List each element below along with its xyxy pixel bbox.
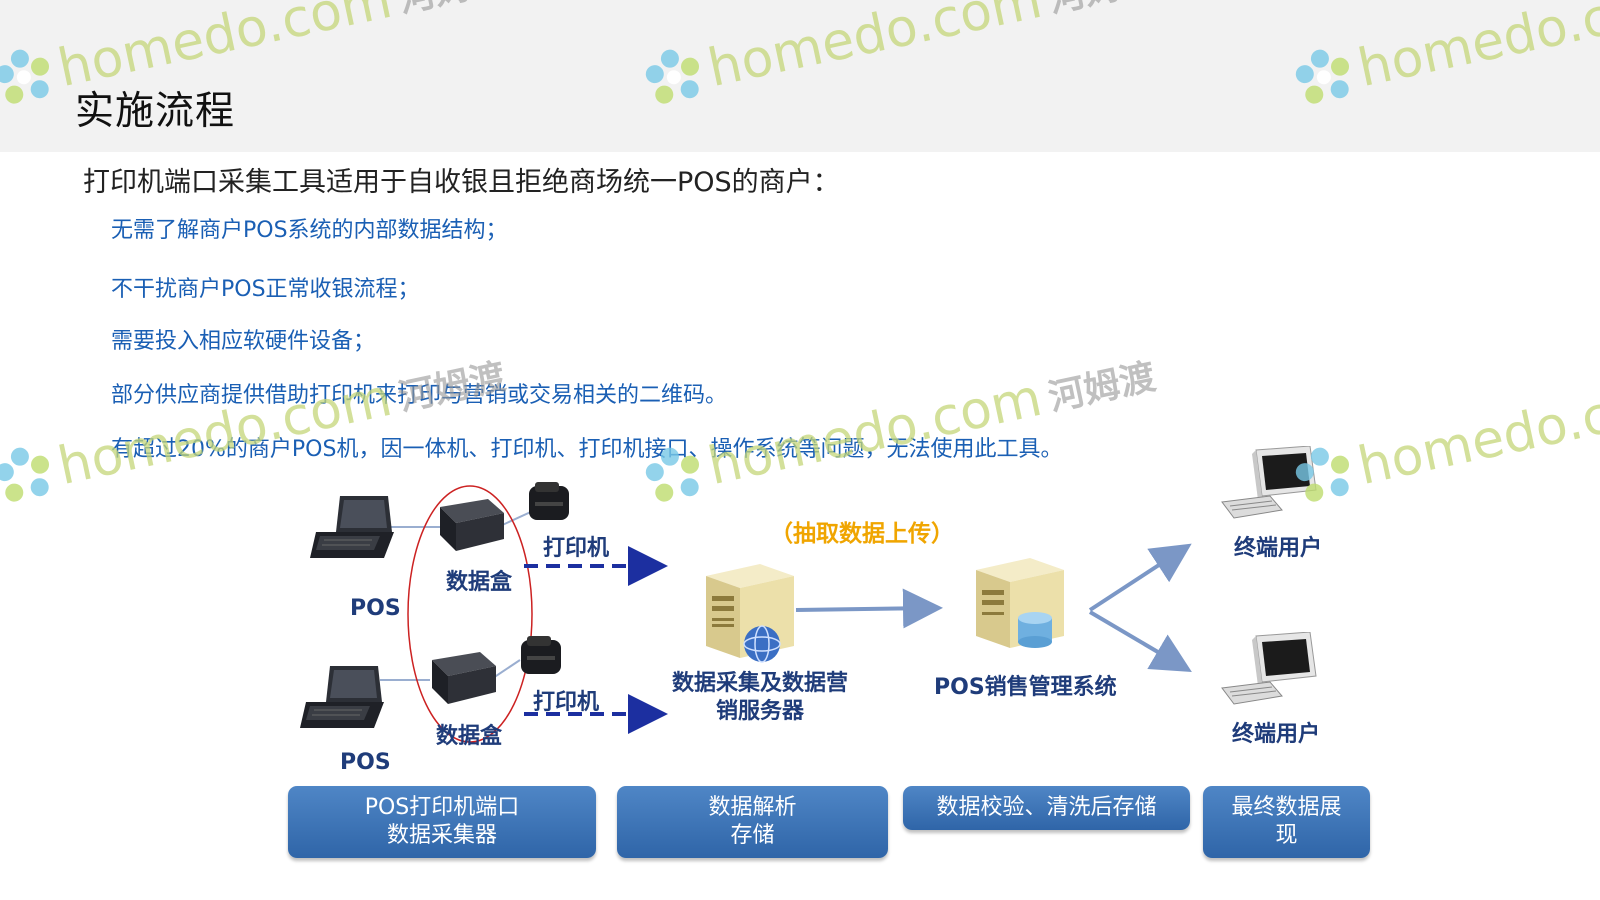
bullet-item: 不干扰商户POS正常收银流程； xyxy=(111,277,420,302)
distribute-arrow xyxy=(1088,610,1192,673)
end-user-label: 终端用户 xyxy=(1232,722,1321,747)
printer-link-line xyxy=(497,509,536,528)
data-box-icon xyxy=(432,652,496,704)
pos-terminal-icon xyxy=(300,666,384,728)
bullet-item: 部分供应商提供借助打印机来打印与营销或交易相关的二维码。 xyxy=(111,383,728,408)
stage-label: 数据解析 xyxy=(708,795,797,820)
stage-label: 存储 xyxy=(730,823,775,848)
printer-label: 打印机 xyxy=(543,536,610,561)
pos-label: POS xyxy=(350,596,401,621)
bullet-item: 无需了解商户POS系统的内部数据结构； xyxy=(111,218,508,243)
pos-terminal-icon xyxy=(310,496,394,558)
pos-label: POS xyxy=(340,750,391,775)
data-box-label: 数据盒 xyxy=(436,724,503,749)
end-user-label: 终端用户 xyxy=(1234,536,1323,561)
data-box-icon xyxy=(440,499,504,551)
collection-server-label-line: 销服务器 xyxy=(715,699,804,724)
database-server-icon xyxy=(976,558,1064,648)
pos-system-label: POS销售管理系统 xyxy=(934,675,1117,700)
bullet-item: 需要投入相应软硬件设备； xyxy=(111,329,376,354)
computer-icon xyxy=(1221,446,1317,519)
bullet-item: 有超过20%的商户POS机，因一体机、打印机、打印机接口、操作系统等问题，无法使… xyxy=(111,437,1063,462)
printer-icon xyxy=(521,636,561,674)
printer-label: 打印机 xyxy=(533,690,600,715)
stage-label: 最终数据展 xyxy=(1231,795,1342,820)
stage-box: 数据校验、清洗后存储 xyxy=(903,786,1190,830)
computer-icon xyxy=(1221,632,1317,705)
distribute-arrow xyxy=(1088,543,1192,612)
stage-box: 数据解析存储 xyxy=(617,786,888,858)
stage-box: 最终数据展现 xyxy=(1203,786,1370,858)
header-band xyxy=(0,0,1600,152)
stage-label: POS打印机端口 xyxy=(364,795,520,820)
page-title: 实施流程 xyxy=(75,89,236,134)
data-box-highlight-ellipse xyxy=(407,485,533,743)
stage-label: 数据采集器 xyxy=(386,823,497,848)
printer-icon xyxy=(529,482,569,520)
stage-label: 现 xyxy=(1275,823,1298,848)
intro-text: 打印机端口采集工具适用于自收银且拒绝商场统一POS的商户： xyxy=(83,167,840,198)
server-icon xyxy=(706,564,794,663)
collection-server-label-line: 数据采集及数据营 xyxy=(671,671,848,696)
sync-arrow xyxy=(795,588,943,629)
stage-label: 数据校验、清洗后存储 xyxy=(936,795,1157,820)
extract-upload-label: （抽取数据上传） xyxy=(770,521,954,547)
collection-server-label: 数据采集及数据营 销服务器 xyxy=(660,670,860,726)
data-box-label: 数据盒 xyxy=(446,570,513,595)
stage-box: POS打印机端口数据采集器 xyxy=(288,786,596,858)
